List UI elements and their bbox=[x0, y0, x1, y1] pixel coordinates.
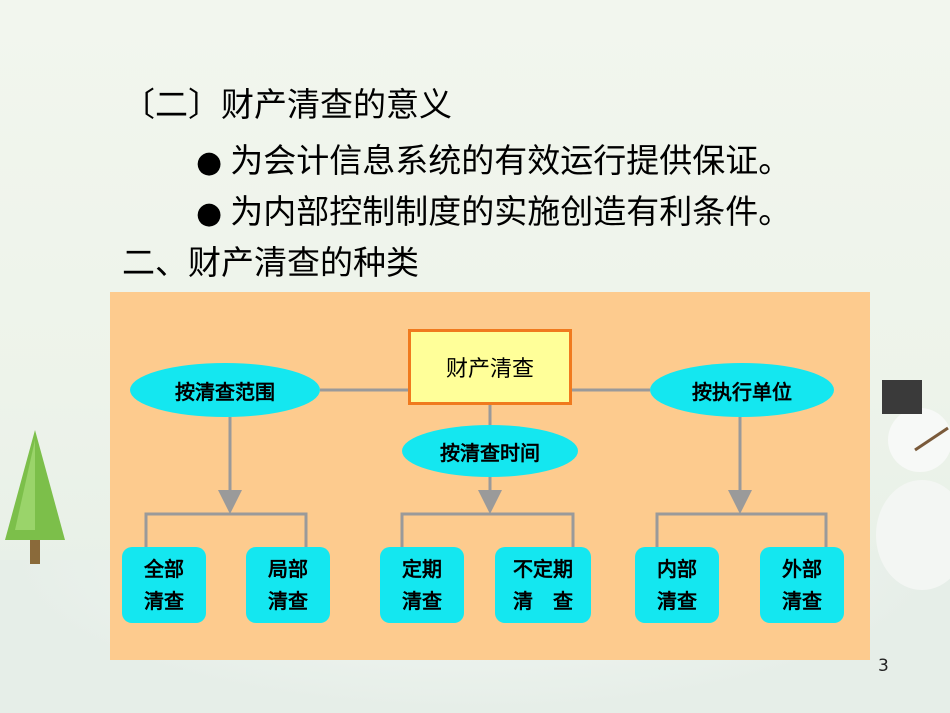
section-heading: 二、财产清查的种类 bbox=[122, 243, 419, 282]
category-unit-node: 按执行单位 bbox=[650, 363, 834, 417]
category-scope-node: 按清查范围 bbox=[130, 363, 320, 417]
leaf-internal-check: 内部 清查 bbox=[635, 547, 719, 623]
bullet-icon: ● bbox=[196, 196, 223, 231]
section-subheading: 〔二〕财产清查的意义 bbox=[122, 85, 452, 124]
bullet-item: ●为会计信息系统的有效运行提供保证。 bbox=[196, 134, 791, 182]
root-node: 财产清查 bbox=[408, 329, 572, 405]
page-number: 3 bbox=[878, 656, 889, 676]
leaf-external-check: 外部 清查 bbox=[760, 547, 844, 623]
leaf-partial-check: 局部 清查 bbox=[246, 547, 330, 623]
bullet-icon: ● bbox=[196, 145, 223, 180]
category-time-node: 按清查时间 bbox=[402, 425, 578, 477]
diagram-connectors bbox=[144, 388, 828, 547]
bullet-text: 为会计信息系统的有效运行提供保证。 bbox=[230, 141, 792, 180]
leaf-periodic-check: 定期 清查 bbox=[380, 547, 464, 623]
classification-diagram: 财产清查 按清查范围 按清查时间 按执行单位 全部 清查 局部 清查 定期 清查… bbox=[110, 292, 870, 660]
bullet-text: 为内部控制制度的实施创造有利条件。 bbox=[230, 192, 792, 231]
tree-icon bbox=[5, 430, 65, 564]
leaf-full-check: 全部 清查 bbox=[122, 547, 206, 623]
leaf-irregular-check: 不定期 清 查 bbox=[495, 547, 591, 623]
snowman-icon bbox=[876, 380, 950, 590]
bullet-item: ●为内部控制制度的实施创造有利条件。 bbox=[196, 185, 791, 233]
